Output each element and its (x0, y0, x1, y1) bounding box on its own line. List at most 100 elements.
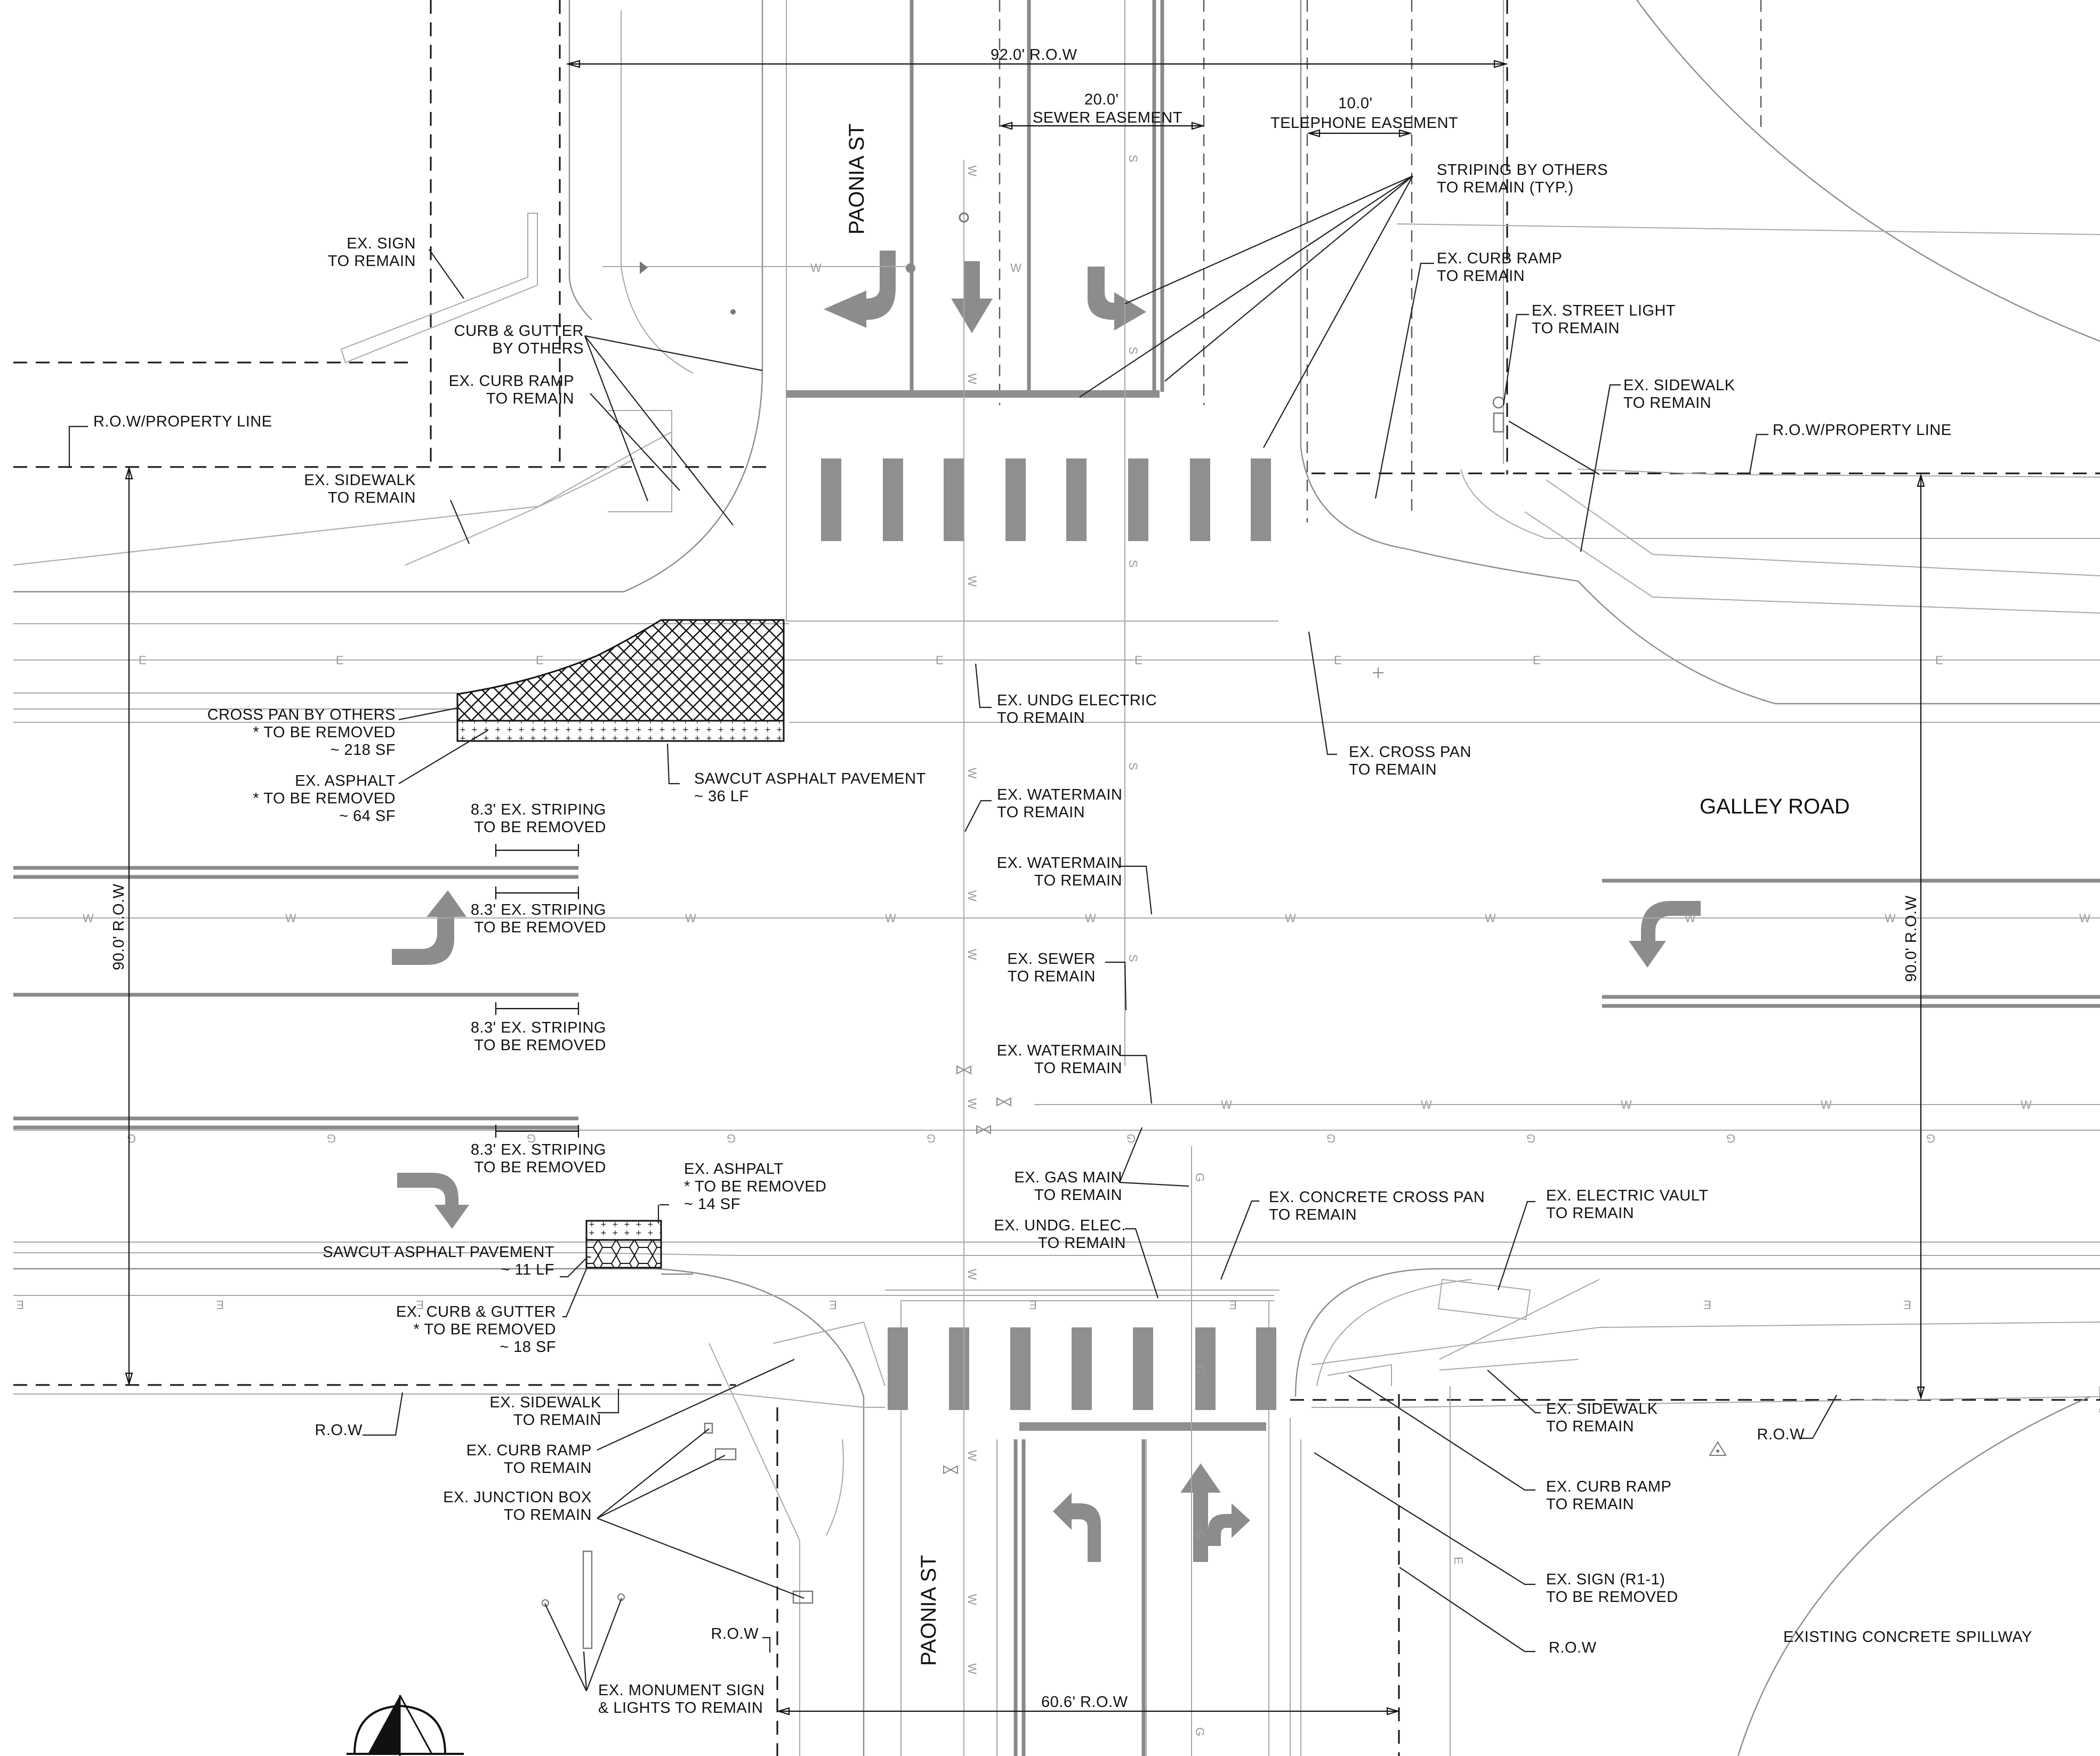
utility-code-label: E (536, 654, 544, 667)
arrow-left-turn-south (1053, 1493, 1101, 1562)
utility-code-label: S (1127, 762, 1140, 770)
utility-code-label: G (127, 1132, 136, 1145)
arrow-right-turn-north (1088, 267, 1146, 331)
utility-code-label: E (139, 654, 147, 667)
utility-lines (13, 0, 2100, 1756)
dim-west-row: 90.0' R.O.W (110, 883, 127, 970)
utility-code-label: S (1127, 347, 1140, 355)
junction-box-icon (714, 1448, 737, 1461)
crosswalk-bar (1010, 1327, 1031, 1410)
arrow-left-turn-east (1629, 901, 1701, 968)
utility-code-label: G (1127, 1132, 1136, 1145)
site-features (340, 212, 1727, 1649)
utility-code-label: E (1135, 654, 1142, 667)
utility-code-label: W (1485, 912, 1496, 925)
utility-code-label: E (16, 1298, 24, 1311)
dim-tel-label: TELEPHONE EASEMENT (1270, 115, 1458, 132)
crosswalk-south (888, 1327, 1276, 1410)
striping-dimension (495, 1002, 580, 1015)
utility-code-label: G (1926, 1132, 1935, 1145)
utility-code-label: G (727, 1132, 736, 1145)
utility-code-label: W (965, 576, 979, 587)
curb-gutter-removal-hex (585, 1239, 662, 1269)
utility-code-label: G (1326, 1132, 1335, 1145)
callout-row-s2: R.O.W (1549, 1639, 1597, 1656)
callout-sawcut-2: SAWCUT ASPHALT PAVEMENT~ 11 LF (323, 1244, 554, 1278)
monument-sign-icon (582, 1550, 593, 1649)
callout-monument: EX. MONUMENT SIGN& LIGHTS TO REMAIN (598, 1682, 765, 1717)
dim-north-row: 92.0' R.O.W (991, 46, 1077, 63)
crosswalk-bar (1005, 458, 1026, 541)
light-icon (542, 1599, 549, 1607)
utility-code-label: E (1452, 1557, 1465, 1565)
utility-code-label: G (1193, 1173, 1206, 1182)
callout-row-se: R.O.W (1757, 1426, 1805, 1443)
arrow-left-turn-west (392, 890, 466, 965)
callout-row-s1: R.O.W (711, 1625, 759, 1642)
utility-code-label: E (336, 654, 344, 667)
utility-code-label: E (1903, 1298, 1911, 1311)
utility-code-label: G (1193, 1530, 1206, 1539)
utility-code-label: W (1221, 1098, 1232, 1111)
utility-code-label: E (416, 1298, 424, 1311)
crosswalk-bar (1251, 458, 1271, 541)
utility-code-label: W (1821, 1098, 1832, 1111)
manhole-icon (959, 212, 969, 223)
utility-code-label: W (965, 1450, 979, 1461)
junction-box-icon (704, 1422, 713, 1434)
crosswalk-bar (1195, 1327, 1216, 1410)
leader-lines (68, 175, 1837, 1691)
utility-code-label: W (285, 912, 296, 925)
utility-code-label: W (1885, 912, 1896, 925)
callout-sawcut-1: SAWCUT ASPHALT PAVEMENT~ 36 LF (694, 770, 926, 805)
utility-code-label: W (2021, 1098, 2032, 1111)
utility-code-label: G (527, 1132, 536, 1145)
junction-box-icon (792, 1590, 814, 1604)
removal-areas (456, 619, 785, 1269)
utility-code-label: W (685, 912, 696, 925)
utility-code-label: W (965, 373, 979, 384)
utility-code-label: G (327, 1132, 336, 1145)
right-of-way-lines (13, 0, 2100, 1756)
utility-code-label: W (2079, 912, 2090, 925)
arrow-left-turn-north (824, 251, 896, 328)
street-light-icon (1492, 396, 1505, 433)
north-arrow-icon (347, 1695, 464, 1756)
striping-dimension (495, 1125, 580, 1138)
crosswalk-bar (883, 458, 903, 541)
utility-code-label: S (1127, 560, 1140, 568)
utility-code-label: G (927, 1132, 936, 1145)
utility-code-label: W (1621, 1098, 1632, 1111)
callout-ex-ashpalt: EX. ASHPALT* TO BE REMOVED~ 14 SF (684, 1161, 827, 1213)
utility-code-label: W (1010, 261, 1021, 275)
dimension-labels: 92.0' R.O.W 20.0' SEWER EASEMENT 10.0' T… (110, 46, 1920, 1711)
utility-code-label: W (810, 261, 822, 275)
utility-code-label: W (965, 165, 979, 176)
utility-code-label: S (1127, 954, 1140, 962)
utility-code-label: W (1685, 912, 1696, 925)
utility-code-label: W (965, 890, 979, 901)
street-name-galley: GALLEY ROAD (1700, 795, 1850, 818)
callout-ex-asphalt: EX. ASPHALT* TO BE REMOVED~ 64 SF (253, 772, 396, 825)
valve-icon (906, 263, 915, 273)
asphalt-removal-south-dots (585, 1220, 662, 1241)
utility-code-label: E (829, 1298, 837, 1311)
